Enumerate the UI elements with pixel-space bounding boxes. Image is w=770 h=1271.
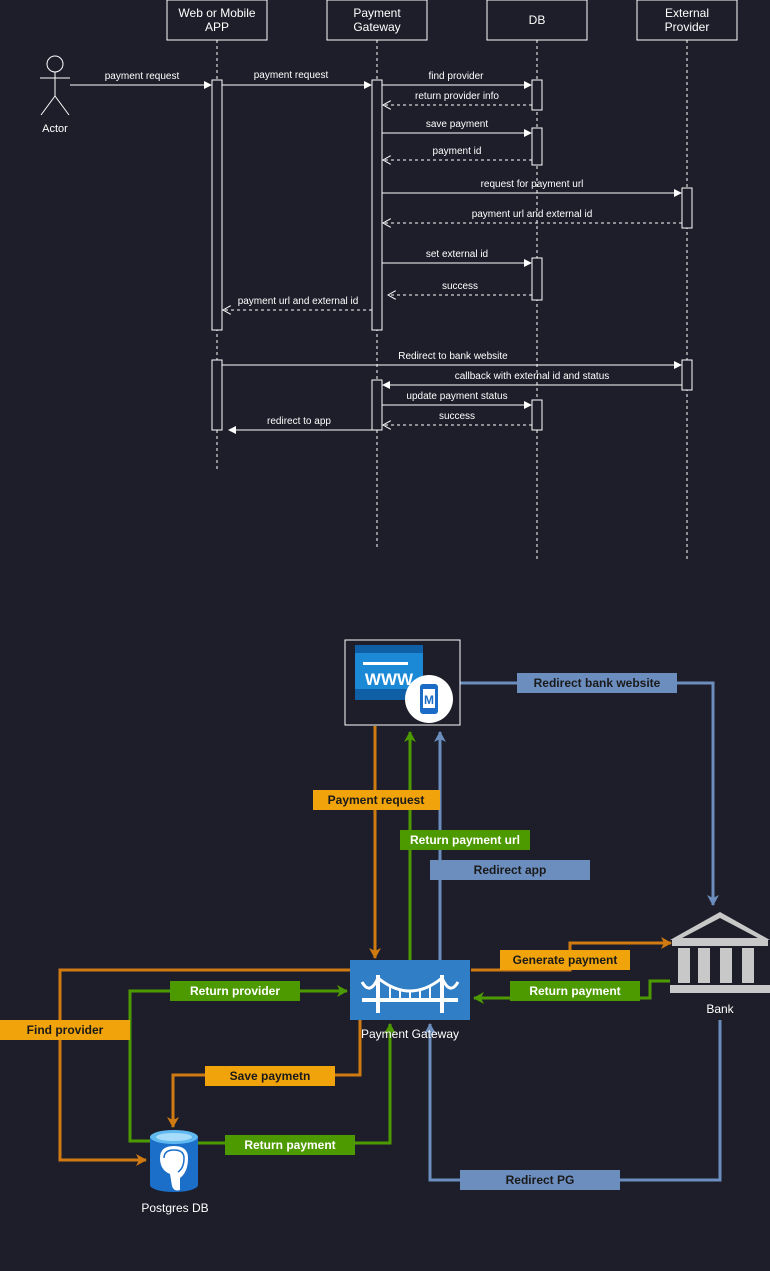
svg-text:Return provider: Return provider: [190, 984, 280, 998]
msg-label-1: payment request: [105, 71, 180, 82]
activation-app-1: [211, 79, 223, 331]
msg-label-9: set external id: [426, 249, 488, 260]
msg-label-8: payment url and external id: [472, 209, 593, 220]
actor-label: Actor: [42, 123, 68, 135]
msg-label-2: payment request: [254, 70, 329, 81]
bank-label: Bank: [706, 1002, 734, 1016]
label-return-provider: Return provider: [170, 981, 300, 1001]
svg-text:Return payment: Return payment: [529, 984, 620, 998]
participant-db[interactable]: DB: [486, 0, 588, 41]
msg-label-7: request for payment url: [481, 179, 584, 190]
app-node[interactable]: WWW M: [344, 639, 461, 726]
svg-text:Redirect PG: Redirect PG: [506, 1173, 575, 1187]
label-redirect-app: Redirect app: [430, 860, 590, 880]
svg-text:Save paymetn: Save paymetn: [230, 1069, 311, 1083]
msg-label-5: save payment: [426, 119, 488, 130]
label-redirect-bank-website: Redirect bank website: [517, 673, 677, 693]
label-redirect-pg: Redirect PG: [460, 1170, 620, 1190]
label-return-payment-bank: Return payment: [510, 981, 640, 1001]
svg-text:Redirect bank website: Redirect bank website: [534, 676, 661, 690]
activation-gateway-2: [371, 379, 383, 431]
activation-db-1: [531, 79, 543, 111]
activation-db-4: [531, 399, 543, 431]
architecture-diagram: WWW M Payment Gateway: [0, 639, 770, 1215]
gateway-label: Payment Gateway: [361, 1027, 459, 1041]
msg-label-16: redirect to app: [267, 416, 331, 427]
msg-label-6: payment id: [433, 146, 482, 157]
msg-label-13: callback with external id and status: [455, 371, 610, 382]
edge-redirect-pg: [424, 1020, 722, 1182]
activation-gateway-1: [371, 79, 383, 331]
label-return-payment-db: Return payment: [225, 1135, 355, 1155]
activation-app-2: [211, 359, 223, 431]
activation-db-3: [531, 257, 543, 301]
mobile-app-icon: M: [405, 675, 453, 723]
bridge-icon: [360, 975, 460, 1013]
msg-label-12: Redirect to bank website: [398, 351, 508, 362]
bank-icon: [670, 912, 770, 993]
participant-app-label-2: APP: [205, 20, 229, 34]
participant-app[interactable]: Web or Mobile APP: [166, 0, 268, 41]
svg-text:Redirect app: Redirect app: [474, 863, 547, 877]
participant-gateway-label-2: Gateway: [353, 20, 400, 34]
label-save-payment: Save paymetn: [205, 1066, 335, 1086]
participant-gateway-label-1: Payment: [353, 6, 401, 20]
db-node[interactable]: Postgres DB: [141, 1130, 209, 1215]
postgres-db-icon: [150, 1130, 198, 1192]
svg-text:Find provider: Find provider: [27, 1023, 104, 1037]
participant-external-label-1: External: [665, 6, 709, 20]
msg-label-15: success: [439, 411, 475, 422]
participant-app-label-1: Web or Mobile: [178, 6, 255, 20]
activation-external-1: [681, 187, 693, 229]
actor-figure-icon: [40, 55, 70, 116]
label-return-payment-url: Return payment url: [400, 830, 530, 850]
msg-label-4: return provider info: [415, 91, 499, 102]
msg-label-14: update payment status: [406, 391, 507, 402]
activation-external-2: [681, 359, 693, 391]
web-icon-text: WWW: [365, 670, 414, 689]
edge-find-provider: [58, 968, 350, 1166]
participant-external-label-2: Provider: [665, 20, 710, 34]
msg-label-11: payment url and external id: [238, 296, 359, 307]
bank-node[interactable]: Bank: [670, 912, 770, 1016]
msg-label-3: find provider: [428, 71, 484, 82]
db-label: Postgres DB: [141, 1201, 208, 1215]
activation-db-2: [531, 127, 543, 166]
label-payment-request: Payment request: [313, 790, 440, 810]
mobile-icon-text: M: [424, 693, 434, 707]
label-find-provider: Find provider: [0, 1020, 130, 1040]
svg-text:Return payment: Return payment: [244, 1138, 335, 1152]
svg-text:Return payment url: Return payment url: [410, 833, 520, 847]
svg-text:Payment request: Payment request: [328, 793, 425, 807]
gateway-node[interactable]: Payment Gateway: [350, 960, 470, 1041]
label-generate-payment: Generate payment: [500, 950, 630, 970]
msg-label-10: success: [442, 281, 478, 292]
participant-gateway[interactable]: Payment Gateway: [326, 0, 428, 41]
sequence-diagram: Web or Mobile APP Payment Gateway DB Ext…: [40, 0, 738, 560]
participant-external[interactable]: External Provider: [636, 0, 738, 41]
participant-db-label: DB: [529, 13, 546, 27]
svg-text:Generate payment: Generate payment: [513, 953, 618, 967]
